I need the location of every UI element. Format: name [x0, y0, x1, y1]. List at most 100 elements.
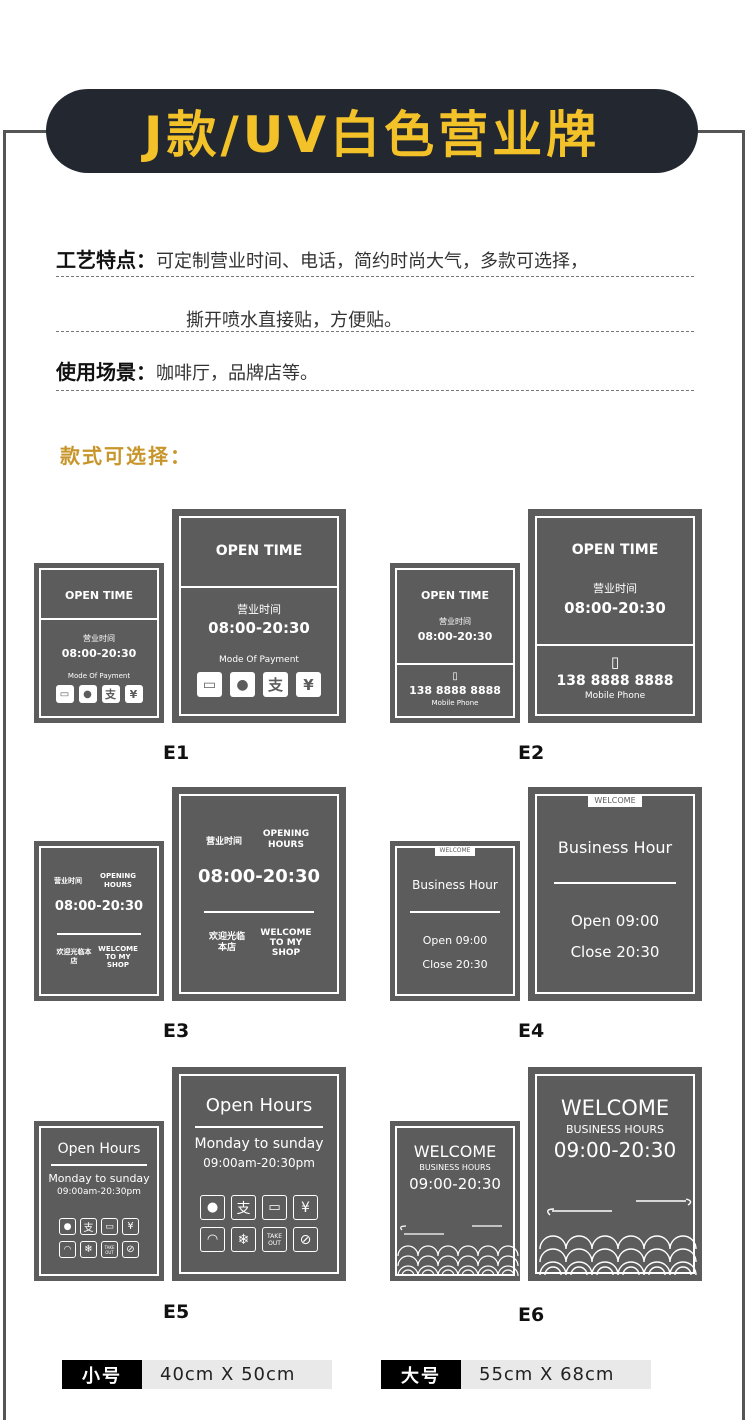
no-smoking-icon: ⊘	[122, 1241, 139, 1258]
open-time-text: OPEN TIME	[64, 589, 134, 602]
monday-sunday-text: Monday to sunday	[48, 1172, 150, 1185]
welcome-cn-text: 欢迎光临本店	[56, 948, 92, 965]
opening-hours-text: OPENING HOURS	[100, 872, 136, 889]
alipay-icon: 支	[101, 685, 120, 703]
wifi-icon: ◠	[59, 1241, 76, 1258]
sign-e4-large: WELCOME Business Hour Open 09:00 Close 2…	[528, 787, 702, 1001]
open-time-value: Open 09:00	[570, 912, 660, 930]
styles-title: 款式可选择：	[60, 444, 192, 468]
sign-e1-small: OPEN TIME 营业时间 08:00-20:30 Mode Of Payme…	[34, 563, 164, 723]
welcome-shop-text: WELCOME TO MY SHOP	[98, 945, 138, 969]
alipay-icon: 支	[263, 672, 288, 697]
hours-e6-text: 09:00-20:30	[553, 1138, 677, 1162]
hours-text: 08:00-20:30	[417, 630, 493, 643]
sign-e2-small: OPEN TIME 营业时间 08:00-20:30 ▯ 138 8888 88…	[390, 563, 520, 723]
sign-e4-small: WELCOME Business Hour Open 09:00 Close 2…	[390, 841, 520, 1001]
snowflake-icon: ❄	[80, 1241, 97, 1258]
phone-text: 138 8888 8888	[556, 673, 674, 689]
open-hours-text: Open Hours	[57, 1141, 141, 1157]
hours-text: 08:00-20:30	[54, 899, 144, 914]
monday-sunday-text: Monday to sunday	[194, 1136, 324, 1152]
hours-ampm-text: 09:00am-20:30pm	[57, 1187, 141, 1197]
opening-hours-text: OPENING HOURS	[262, 829, 310, 850]
size-large-label: 大号	[381, 1360, 461, 1389]
size-large: 大号 55cm X 68cm	[381, 1360, 651, 1389]
hours-text: 08:00-20:30	[61, 647, 137, 660]
craft-row-2: 撕开喷水直接贴，方便贴。	[56, 306, 694, 332]
card-icon: ▭	[55, 685, 74, 703]
caption-e2: E2	[518, 742, 545, 764]
open-time-text: OPEN TIME	[571, 542, 659, 558]
scene-row: 使用场景：咖啡厅，品牌店等。	[56, 356, 694, 391]
open-time-text: OPEN TIME	[215, 543, 303, 559]
wechat-icon: ●	[78, 685, 97, 703]
payment-text: Mode Of Payment	[67, 672, 131, 680]
sign-e3-large: 营业时间 OPENING HOURS 08:00-20:30 欢迎光临本店 WE…	[172, 787, 346, 1001]
yen-icon: ¥	[293, 1195, 318, 1220]
card-icon: ▭	[101, 1218, 118, 1235]
hours-text: 08:00-20:30	[208, 619, 310, 637]
takeout-icon: TAKE OUT	[262, 1227, 287, 1252]
wave-pattern	[539, 1198, 697, 1276]
yen-icon: ¥	[122, 1218, 139, 1235]
size-large-value: 55cm X 68cm	[461, 1360, 651, 1389]
open-time-value: Open 09:00	[422, 934, 488, 947]
caption-e5: E5	[163, 1301, 190, 1323]
business-hours-text: BUSINESS HOURS	[565, 1123, 665, 1136]
phone-icon: ▯	[610, 653, 620, 671]
no-smoking-icon: ⊘	[293, 1227, 318, 1252]
welcome-shop-text: WELCOME TO MY SHOP	[260, 928, 312, 958]
title-banner: J款/UV白色营业牌	[46, 89, 698, 173]
card-icon: ▭	[197, 672, 222, 697]
takeout-icon: TAKE OUT	[101, 1241, 118, 1258]
welcome-big-text: WELCOME	[560, 1096, 670, 1120]
yen-icon: ¥	[296, 672, 321, 697]
craft-text-2: 撕开喷水直接贴，方便贴。	[186, 310, 402, 331]
wifi-icon: ◠	[200, 1227, 225, 1252]
biz-time-cn: 营业时间	[206, 837, 243, 847]
hours-text: 08:00-20:30	[564, 599, 666, 617]
hours-text: 08:00-20:30	[197, 866, 321, 887]
yen-icon: ¥	[124, 685, 143, 703]
close-time-value: Close 20:30	[570, 943, 660, 961]
wechat-icon: ●	[230, 672, 255, 697]
biz-time-cn: 营业时间	[54, 877, 82, 885]
business-hour-text: Business Hour	[412, 878, 498, 892]
sign-e5-small: Open Hours Monday to sunday 09:00am-20:3…	[34, 1121, 164, 1281]
craft-text-1: 可定制营业时间、电话，简约时尚大气，多款可选择，	[156, 251, 588, 272]
open-time-text: OPEN TIME	[420, 589, 490, 602]
page-title: J款/UV白色营业牌	[143, 106, 601, 164]
alipay-icon: 支	[231, 1195, 256, 1220]
close-time-value: Close 20:30	[422, 958, 488, 971]
biz-time-cn: 营业时间	[83, 634, 115, 643]
scene-label: 使用场景：	[56, 360, 156, 384]
phone-icon: ▯	[452, 671, 458, 682]
caption-e6: E6	[518, 1304, 545, 1326]
biz-time-cn: 营业时间	[439, 617, 471, 626]
welcome-big-text: WELCOME	[413, 1142, 497, 1161]
mobile-text: Mobile Phone	[584, 691, 646, 701]
sign-e1-large: OPEN TIME 营业时间 08:00-20:30 Mode Of Payme…	[172, 509, 346, 723]
size-small: 小号 40cm X 50cm	[62, 1360, 332, 1389]
open-hours-text: Open Hours	[205, 1095, 313, 1116]
alipay-icon: 支	[80, 1218, 97, 1235]
sign-e6-large: WELCOME BUSINESS HOURS 09:00-20:30	[528, 1067, 702, 1281]
craft-label: 工艺特点：	[56, 248, 156, 272]
craft-row-1: 工艺特点：可定制营业时间、电话，简约时尚大气，多款可选择，	[56, 244, 694, 277]
wave-pattern	[397, 1225, 519, 1277]
welcome-cn-text: 欢迎光临本店	[208, 932, 245, 953]
wechat-icon: ●	[200, 1195, 225, 1220]
size-small-value: 40cm X 50cm	[142, 1360, 332, 1389]
sign-e5-large: Open Hours Monday to sunday 09:00am-20:3…	[172, 1067, 346, 1281]
snowflake-icon: ❄	[231, 1227, 256, 1252]
hours-e6-text: 09:00-20:30	[409, 1175, 501, 1193]
caption-e1: E1	[163, 742, 190, 764]
sign-e6-small: WELCOME BUSINESS HOURS 09:00-20:30	[390, 1121, 520, 1281]
welcome-tag: WELCOME	[588, 794, 642, 807]
hours-ampm-text: 09:00am-20:30pm	[203, 1156, 315, 1170]
wechat-icon: ●	[59, 1218, 76, 1235]
sign-e3-small: 营业时间 OPENING HOURS 08:00-20:30 欢迎光临本店 WE…	[34, 841, 164, 1001]
scene-text: 咖啡厅，品牌店等。	[156, 363, 318, 384]
biz-time-cn: 营业时间	[237, 603, 281, 616]
size-small-label: 小号	[62, 1360, 142, 1389]
